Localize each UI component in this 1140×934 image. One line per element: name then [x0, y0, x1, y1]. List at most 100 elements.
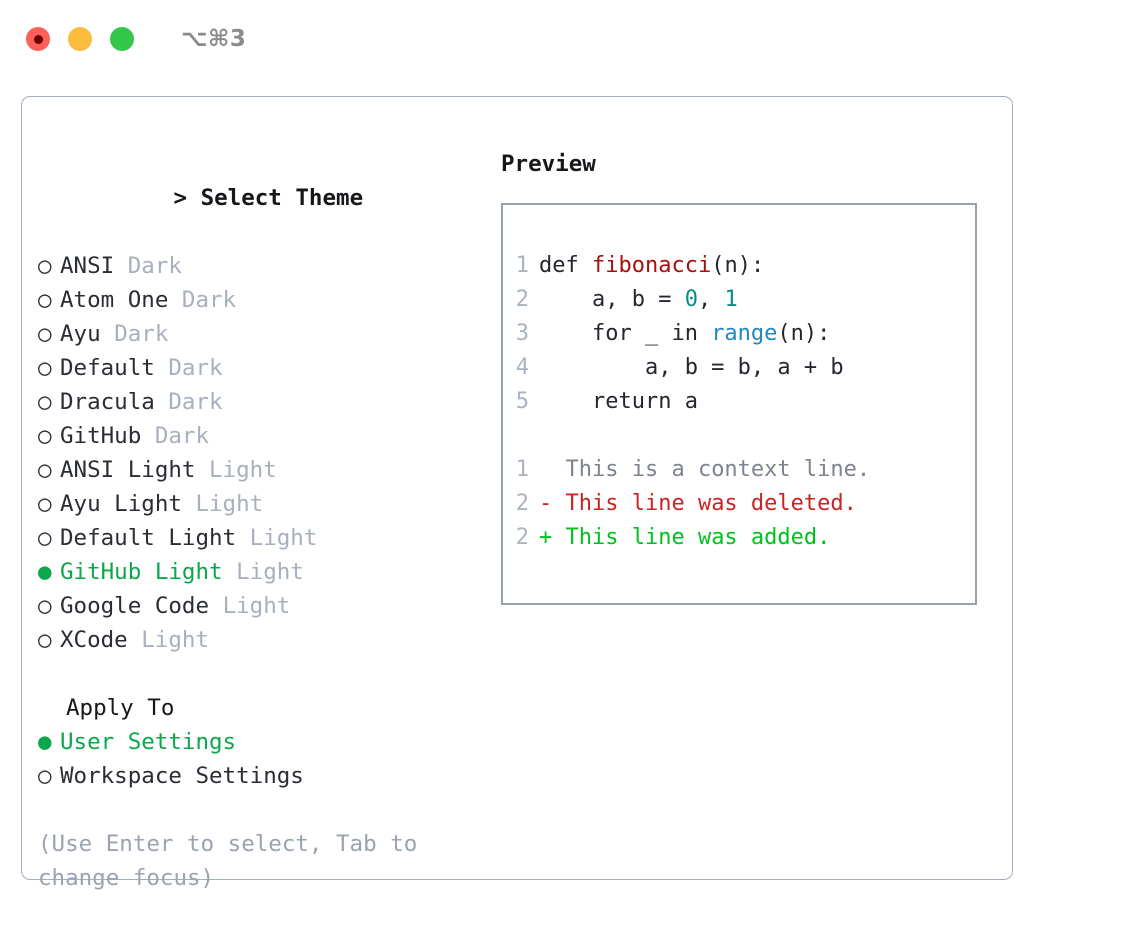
code-line-text: a, b = b, a + b	[539, 351, 844, 385]
minimize-window-button[interactable]	[68, 27, 92, 51]
radio-unselected-icon[interactable]: ○	[38, 253, 52, 279]
theme-mode-tag: Dark	[181, 287, 237, 313]
zoom-window-button[interactable]	[110, 27, 134, 51]
theme-name-label: GitHub Light	[60, 559, 223, 585]
code-line-number: 4	[515, 355, 529, 380]
theme-mode-tag: Light	[209, 457, 277, 483]
diff-line: 2+ This line was added.	[503, 521, 975, 555]
code-line: 2 a, b = 0, 1	[503, 283, 975, 317]
theme-mode-tag: Light	[236, 559, 304, 585]
spacer	[195, 453, 209, 487]
theme-mode-tag: Light	[249, 525, 318, 551]
radio-unselected-icon[interactable]: ○	[38, 763, 52, 789]
code-line-text: a, b = 0, 1	[539, 283, 738, 317]
keyboard-hint-text: (Use Enter to select, Tab to change focu…	[38, 831, 418, 891]
radio-selected-icon[interactable]: ●	[38, 559, 52, 585]
theme-list-item[interactable]: ○Ayu Light Light	[38, 487, 488, 521]
code-line-number: 1	[515, 253, 529, 278]
prompt-caret-icon: >	[173, 185, 201, 211]
close-icon	[33, 34, 43, 44]
theme-name-label: Default Light	[60, 525, 237, 551]
theme-name-label: GitHub	[60, 423, 142, 449]
apply-to-heading: Apply To	[66, 695, 175, 721]
theme-list-item[interactable]: ○ XCode Light	[38, 623, 488, 657]
code-token-plain: return a	[539, 389, 698, 414]
code-line-number: 3	[515, 321, 529, 346]
window-shortcut-label: ⌥⌘3	[181, 26, 247, 52]
theme-list-item[interactable]: ○ ANSI Light Light	[38, 453, 488, 487]
spacer	[168, 283, 182, 317]
code-token-plain: a, b = b, a + b	[539, 355, 844, 380]
code-line-number: 2	[515, 287, 529, 312]
theme-mode-tag: Dark	[114, 321, 169, 347]
code-token-func: fibonacci	[591, 253, 712, 278]
theme-mode-tag: Dark	[168, 355, 223, 381]
theme-name-label: ANSI Light	[60, 457, 196, 483]
theme-list-item[interactable]: ○ Google Code Light	[38, 589, 488, 623]
code-line-text: for _ in range(n):	[539, 317, 830, 351]
theme-mode-tag: Light	[195, 491, 264, 517]
apply-to-option-list: ●User Settings○Workspace Settings	[38, 725, 488, 793]
diff-marker: -	[539, 491, 553, 516]
spacer	[101, 317, 115, 351]
theme-list-item[interactable]: ○Default Dark	[38, 351, 488, 385]
apply-to-option[interactable]: ○Workspace Settings	[38, 759, 488, 793]
code-token-plain: (n):	[777, 321, 831, 346]
radio-unselected-icon[interactable]: ○	[38, 491, 52, 517]
code-line-text: return a	[539, 385, 698, 419]
radio-unselected-icon[interactable]: ○	[38, 321, 52, 347]
diff-line-number: 2	[515, 491, 529, 516]
code-line: 3 for _ in range(n):	[503, 317, 975, 351]
theme-mode-tag: Light	[222, 593, 291, 619]
theme-list-item[interactable]: ○Dracula Dark	[38, 385, 488, 419]
code-line: 4 a, b = b, a + b	[503, 351, 975, 385]
select-theme-heading: > Select Theme	[38, 147, 488, 249]
close-window-button[interactable]	[26, 27, 50, 51]
theme-list-item[interactable]: ● GitHub Light Light	[38, 555, 488, 589]
spacer	[114, 249, 128, 283]
code-line-number: 5	[515, 389, 529, 414]
radio-unselected-icon[interactable]: ○	[38, 627, 52, 653]
theme-mode-tag: Dark	[154, 423, 210, 449]
code-token-plain: a, b =	[539, 287, 685, 312]
radio-unselected-icon[interactable]: ○	[38, 593, 52, 619]
apply-to-option[interactable]: ●User Settings	[38, 725, 488, 759]
theme-name-label: Ayu	[60, 321, 101, 347]
theme-mode-tag: Light	[141, 627, 210, 653]
radio-unselected-icon[interactable]: ○	[38, 457, 52, 483]
code-line: 5 return a	[503, 385, 975, 419]
theme-name-label: Google Code	[60, 593, 210, 619]
diff-line: 1 This is a context line.	[503, 453, 975, 487]
radio-unselected-icon[interactable]: ○	[38, 287, 52, 313]
spacer	[155, 385, 169, 419]
diff-line-text: This is a context line.	[552, 457, 871, 482]
title-bar: ⌥⌘3	[0, 0, 1140, 78]
theme-name-label: XCode	[60, 627, 128, 653]
radio-unselected-icon[interactable]: ○	[38, 355, 52, 381]
theme-list-item[interactable]: ○ANSI Dark	[38, 249, 488, 283]
theme-name-label: Dracula	[60, 389, 155, 415]
theme-list-item[interactable]: ○ Default Light Light	[38, 521, 488, 555]
diff-line-text: This line was deleted.	[552, 491, 857, 516]
theme-name-label: ANSI	[60, 253, 115, 279]
preview-spacer	[503, 419, 975, 453]
radio-selected-icon[interactable]: ●	[38, 729, 52, 755]
spacer	[209, 589, 223, 623]
diff-line-text: This line was added.	[552, 525, 831, 550]
spacer	[236, 521, 250, 555]
theme-list-item[interactable]: ○ Ayu Dark	[38, 317, 488, 351]
theme-list-item[interactable]: ○ Atom One Dark	[38, 283, 488, 317]
radio-unselected-icon[interactable]: ○	[38, 525, 52, 551]
code-token-plain: (n):	[711, 253, 765, 278]
radio-unselected-icon[interactable]: ○	[38, 389, 52, 415]
radio-unselected-icon[interactable]: ○	[38, 423, 52, 449]
theme-list-item[interactable]: ○ GitHub Dark	[38, 419, 488, 453]
theme-name-label: Atom One	[60, 287, 169, 313]
spacer	[128, 623, 142, 657]
select-theme-heading-label: Select Theme	[200, 185, 364, 211]
